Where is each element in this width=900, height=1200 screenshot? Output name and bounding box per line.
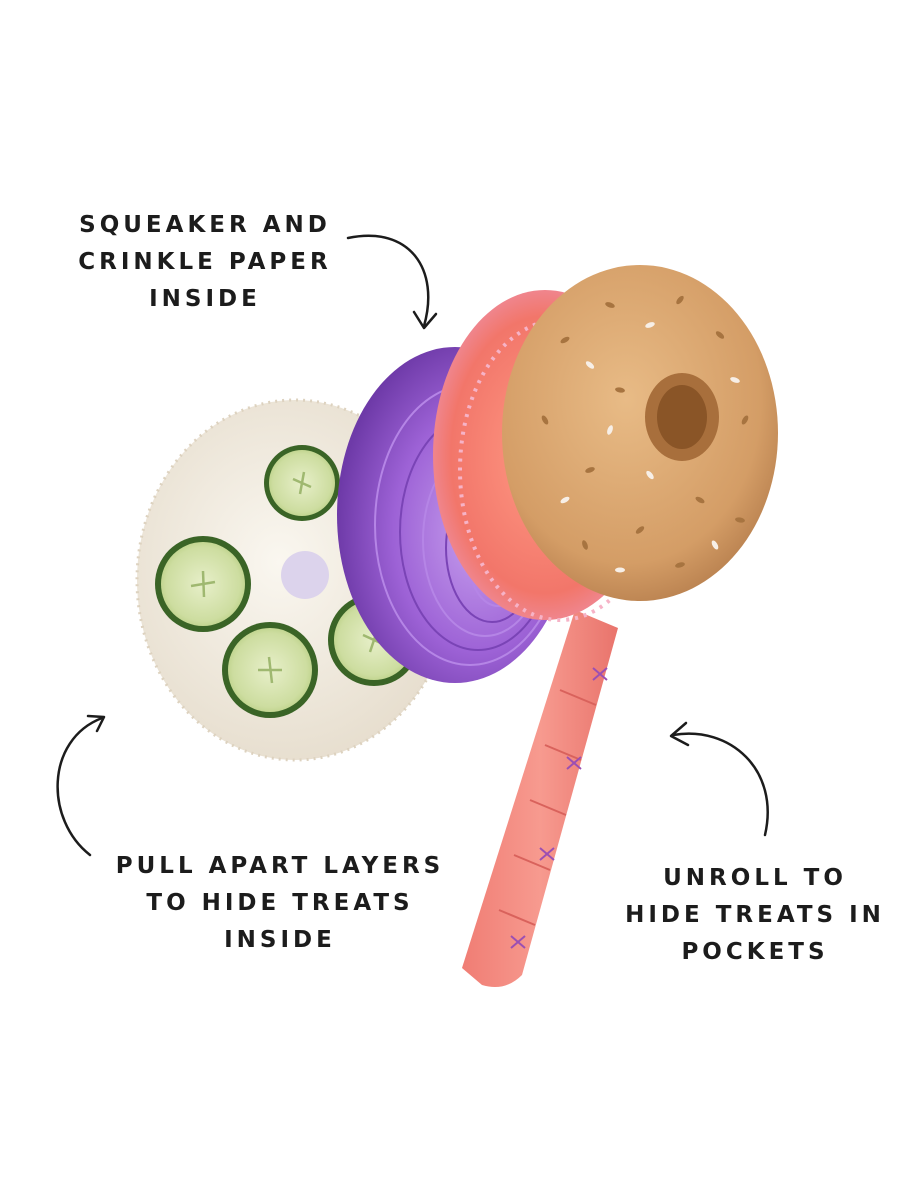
callout-pull-apart: PULL APART LAYERS TO HIDE TREATS INSIDE	[95, 848, 465, 959]
callout-line: PULL APART LAYERS	[115, 853, 445, 879]
arrow-right-head	[669, 721, 690, 747]
arrow-top	[346, 234, 430, 328]
callout-line: UNROLL TO	[663, 865, 847, 891]
salmon-strip	[462, 610, 618, 988]
arrow-top-head	[412, 310, 438, 330]
callout-line: SQUEAKER AND	[79, 212, 331, 238]
arrow-left-head	[86, 714, 106, 733]
bagel-top	[502, 265, 778, 601]
squeaker-button	[281, 551, 329, 599]
callout-line: INSIDE	[224, 927, 336, 953]
callout-line: CRINKLE PAPER	[78, 249, 332, 275]
cucumber-slices	[155, 445, 420, 718]
callout-line: INSIDE	[149, 286, 261, 312]
callout-line: HIDE TREATS IN	[625, 902, 885, 928]
arrow-right	[671, 732, 769, 837]
arrow-left	[56, 716, 104, 857]
callout-unroll: UNROLL TO HIDE TREATS IN POCKETS	[615, 860, 895, 971]
callout-squeaker: SQUEAKER AND CRINKLE PAPER INSIDE	[60, 207, 350, 318]
callout-line: TO HIDE TREATS	[146, 890, 414, 916]
callout-line: POCKETS	[681, 939, 829, 965]
